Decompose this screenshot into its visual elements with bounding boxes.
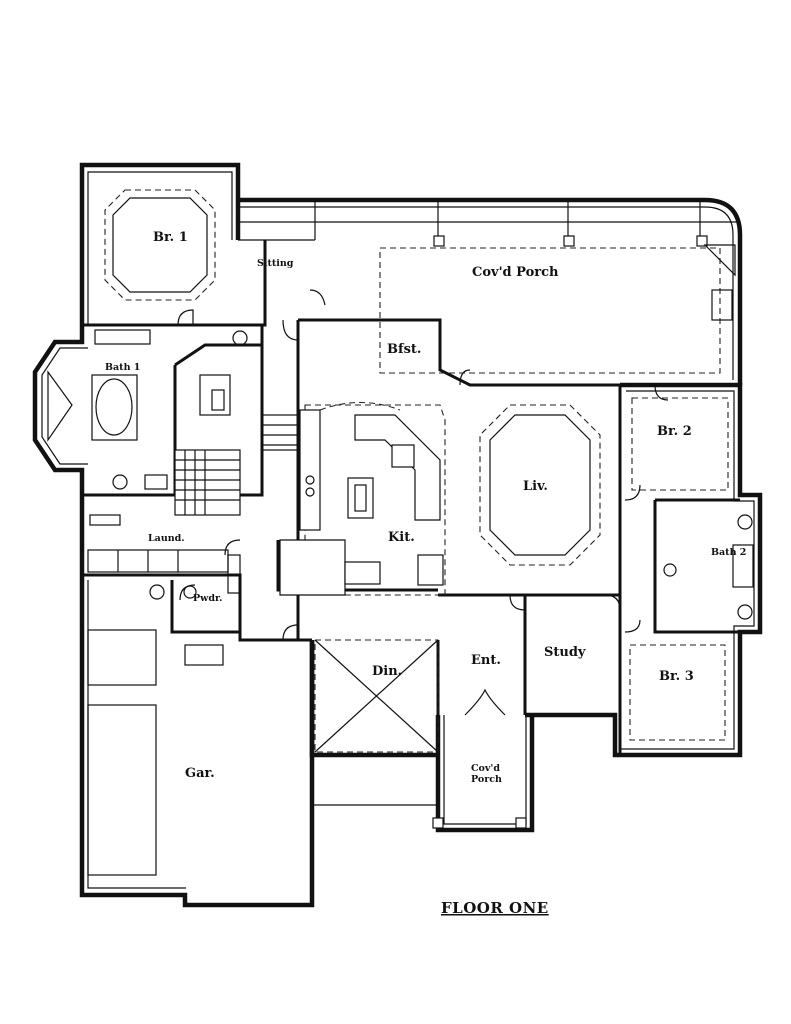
room-label-ent: Ent. xyxy=(471,653,501,668)
door-swings xyxy=(177,289,669,716)
plan-title: FLOOR ONE xyxy=(441,899,549,917)
room-label-br3: Br. 3 xyxy=(659,669,694,684)
room-label-bfst: Bfst. xyxy=(387,342,421,357)
bath2-fixtures xyxy=(663,514,754,620)
room-labels: Br. 1 Sitting Cov'd Porch Bath 1 Bfst. B… xyxy=(105,230,746,785)
room-label-br2: Br. 2 xyxy=(657,424,692,439)
room-label-kit: Kit. xyxy=(388,530,415,545)
room-label-bath2: Bath 2 xyxy=(711,547,746,558)
room-label-br1: Br. 1 xyxy=(153,230,188,245)
room-label-bath1: Bath 1 xyxy=(105,362,140,373)
room-label-gar: Gar. xyxy=(185,766,215,781)
garage-elements xyxy=(87,629,224,876)
dining-ceiling-x xyxy=(314,639,439,753)
bath1-fixtures xyxy=(47,329,248,490)
porch-posts xyxy=(432,235,736,829)
kitchen-fixtures xyxy=(279,401,444,596)
room-label-din: Din. xyxy=(372,664,402,679)
room-label-laund: Laund. xyxy=(148,533,185,544)
room-label-covd-porch-rear: Cov'd Porch xyxy=(472,265,559,280)
room-label-covd-porch-front-line1: Cov'd xyxy=(471,763,500,774)
room-label-sitting: Sitting xyxy=(257,258,294,269)
stairs xyxy=(174,414,299,516)
room-label-study: Study xyxy=(544,645,586,660)
room-label-liv: Liv. xyxy=(523,479,548,494)
ceiling-outlines xyxy=(104,189,729,741)
laundry-powder-fixtures xyxy=(87,514,241,600)
room-label-covd-porch-front-line2: Porch xyxy=(471,774,502,785)
room-label-pwdr: Pwdr. xyxy=(193,593,222,604)
